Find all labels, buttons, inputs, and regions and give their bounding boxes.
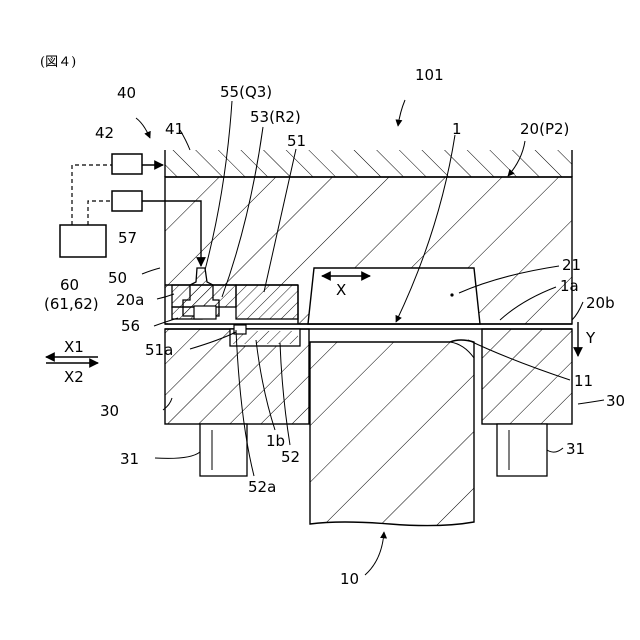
label-20: 20(P2) (520, 120, 569, 138)
label-y: Y (585, 329, 596, 347)
label-30-left: 30 (100, 402, 119, 420)
label-101: 101 (415, 66, 444, 84)
label-x1: X1 (64, 338, 84, 356)
label-20a: 20a (116, 291, 144, 309)
punch-10 (310, 340, 474, 526)
label-10: 10 (340, 570, 359, 588)
unit-42 (112, 154, 142, 174)
label-53: 53(R2) (250, 108, 301, 126)
label-41: 41 (165, 120, 184, 138)
label-x: X (336, 281, 346, 299)
figure-caption: (図４) (40, 55, 76, 70)
label-42: 42 (95, 124, 114, 142)
label-56: 56 (121, 317, 140, 335)
label-61-62: (61,62) (44, 295, 99, 313)
lower-die-30-left (165, 325, 309, 424)
label-21: 21 (562, 256, 581, 274)
workpiece-sheet-1 (165, 324, 572, 329)
label-52: 52 (281, 448, 300, 466)
label-1a: 1a (560, 277, 579, 295)
label-11: 11 (574, 372, 593, 390)
label-52a: 52a (248, 478, 276, 496)
label-31-right: 31 (566, 440, 585, 458)
label-x2: X2 (64, 368, 84, 386)
label-57: 57 (118, 229, 137, 247)
label-31-left: 31 (120, 450, 139, 468)
label-20b: 20b (586, 294, 615, 312)
label-1: 1 (452, 120, 462, 138)
label-51a: 51a (145, 341, 173, 359)
x1-x2-arrows (46, 357, 98, 363)
label-55: 55(Q3) (220, 83, 272, 101)
label-30-right: 30 (606, 392, 625, 410)
part-51 (236, 285, 298, 319)
label-50: 50 (108, 269, 127, 287)
label-40: 40 (117, 84, 136, 102)
controller-60 (60, 225, 106, 257)
label-60: 60 (60, 276, 79, 294)
unit-57 (112, 191, 142, 211)
label-51: 51 (287, 132, 306, 150)
